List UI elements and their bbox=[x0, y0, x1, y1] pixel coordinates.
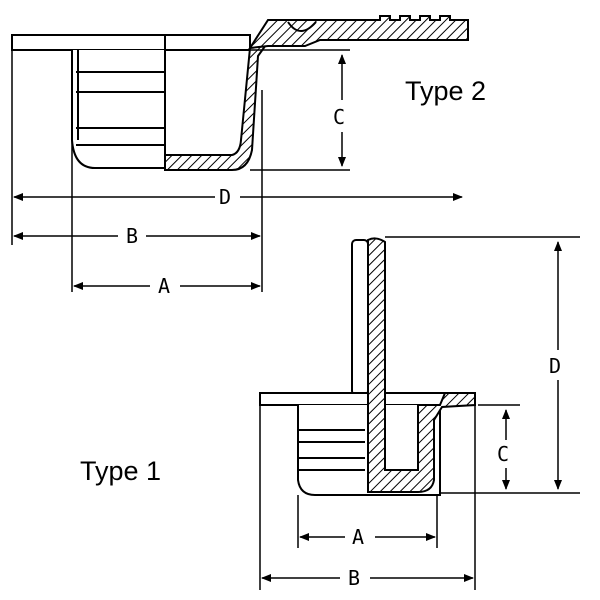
type2-label-a: A bbox=[158, 274, 170, 298]
type2-part bbox=[11, 15, 469, 171]
type1-part bbox=[259, 237, 476, 496]
type1-label-b: B bbox=[348, 566, 360, 590]
type2-label-d: D bbox=[219, 185, 231, 209]
type1-stem bbox=[351, 239, 369, 396]
type2-title: Type 2 bbox=[405, 76, 486, 106]
type2-tab bbox=[248, 15, 469, 50]
type2-cup bbox=[71, 50, 166, 169]
type2-dimensions bbox=[11, 49, 463, 292]
type1-label-a: A bbox=[352, 525, 364, 549]
type1-label-d: D bbox=[549, 354, 561, 378]
type1-title: Type 1 bbox=[80, 456, 161, 486]
type1-label-c: C bbox=[497, 442, 509, 466]
type1-hatched-section bbox=[367, 237, 476, 493]
type2-flange bbox=[11, 34, 251, 51]
type2-label-c: C bbox=[333, 105, 345, 129]
type1-dimensions bbox=[259, 236, 580, 590]
type2-label-b: B bbox=[126, 224, 138, 248]
